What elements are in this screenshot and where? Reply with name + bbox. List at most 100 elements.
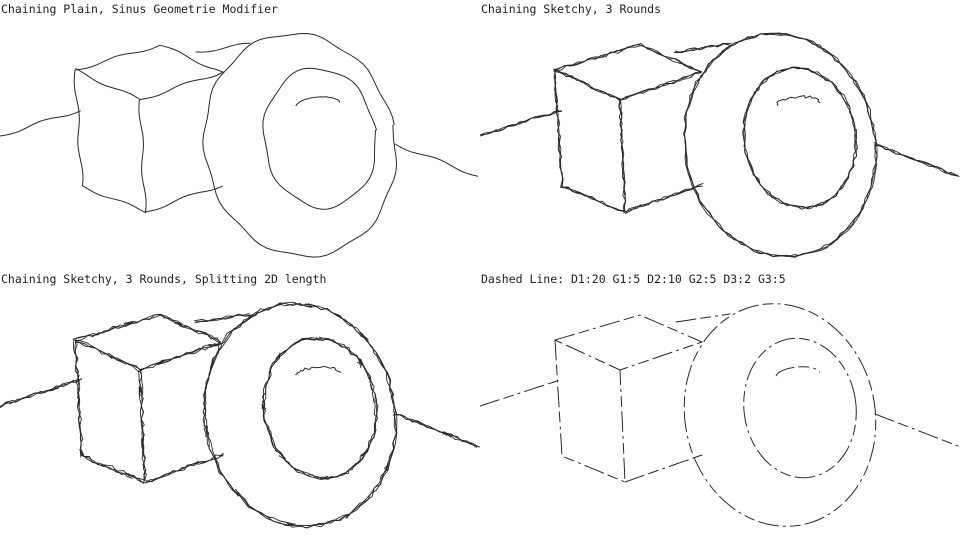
cube-edge bbox=[106, 354, 165, 373]
torus-outline bbox=[684, 33, 878, 258]
cube-edge bbox=[74, 341, 112, 359]
cube-edge bbox=[553, 68, 626, 211]
floor-line bbox=[194, 313, 251, 322]
floor-line bbox=[0, 110, 81, 137]
torus-outline bbox=[202, 357, 214, 438]
torus-hole bbox=[315, 337, 362, 369]
torus-hole bbox=[282, 455, 328, 480]
cube-edge bbox=[138, 386, 145, 446]
torus-hole bbox=[261, 404, 285, 459]
cube-edge bbox=[553, 43, 703, 100]
torus-outline bbox=[211, 314, 254, 367]
floor-line bbox=[394, 143, 479, 177]
torus-outline bbox=[232, 489, 294, 525]
torus-hole bbox=[262, 401, 286, 460]
floor-line bbox=[52, 380, 80, 391]
cube-edge bbox=[124, 313, 182, 326]
floor-line bbox=[480, 379, 561, 407]
torus-outline bbox=[205, 424, 239, 497]
torus-outline bbox=[345, 463, 390, 519]
floor-line bbox=[0, 388, 58, 408]
torus-hole bbox=[282, 455, 329, 480]
panel-caption: Dashed Line: D1:20 G1:5 D2:10 G2:5 D3:2 … bbox=[481, 272, 786, 286]
panel-caption: Chaining Sketchy, 3 Rounds, Splitting 2D… bbox=[1, 272, 327, 286]
torus-outline bbox=[249, 302, 312, 317]
torus-hole bbox=[278, 337, 324, 358]
cube-edge bbox=[624, 454, 703, 483]
torus-hole bbox=[262, 67, 377, 210]
cube-edge bbox=[176, 322, 222, 347]
cube-edge bbox=[72, 340, 81, 401]
torus-hole bbox=[360, 401, 378, 456]
panel-sketchy-split: Chaining Sketchy, 3 Rounds, Splitting 2D… bbox=[0, 270, 480, 540]
cube-edge bbox=[73, 69, 147, 214]
cube-edge bbox=[157, 343, 217, 365]
torus-outline bbox=[307, 303, 366, 340]
torus-outline bbox=[386, 393, 397, 471]
torus-outline bbox=[210, 314, 258, 369]
floor-line bbox=[195, 42, 251, 53]
torus-hole bbox=[363, 399, 378, 457]
cube-edge bbox=[79, 449, 134, 479]
cube-edge bbox=[74, 44, 224, 100]
torus-hole bbox=[323, 451, 367, 480]
torus-outline bbox=[202, 33, 398, 258]
torus-outline bbox=[305, 303, 369, 342]
cube-edge bbox=[554, 339, 626, 483]
panel-dashed: Dashed Line: D1:20 G1:5 D2:10 G2:5 D3:2 … bbox=[480, 270, 960, 540]
torus-outline bbox=[203, 427, 239, 497]
torus-outline bbox=[286, 513, 351, 529]
floor-line bbox=[442, 433, 478, 448]
torus-hole bbox=[320, 453, 366, 480]
torus-outline bbox=[234, 488, 296, 526]
cube-edge bbox=[139, 386, 145, 448]
cube-edge bbox=[554, 314, 703, 371]
cube-edge bbox=[194, 454, 224, 465]
cube-edge bbox=[176, 323, 221, 347]
torus-hole bbox=[278, 455, 327, 479]
torus-outline bbox=[683, 32, 878, 258]
floor-line bbox=[874, 413, 959, 447]
torus-outline bbox=[248, 303, 313, 319]
panel-caption: Chaining Plain, Sinus Geometrie Modifier bbox=[1, 2, 278, 16]
panel-sinus: Chaining Plain, Sinus Geometrie Modifier bbox=[0, 0, 480, 270]
cube-edge bbox=[127, 441, 147, 484]
torus-outline bbox=[361, 332, 395, 395]
torus-hole bbox=[262, 353, 281, 410]
floor-line bbox=[445, 433, 480, 448]
cube-edge bbox=[156, 342, 216, 366]
cube-edge bbox=[80, 450, 135, 478]
torus-outline bbox=[206, 425, 241, 497]
torus-hole bbox=[743, 337, 857, 479]
cube-edge bbox=[139, 369, 144, 396]
torus-outline bbox=[683, 303, 877, 527]
torus-hole bbox=[318, 336, 365, 368]
panel-caption: Chaining Sketchy, 3 Rounds bbox=[481, 2, 662, 16]
floor-line bbox=[874, 145, 959, 176]
cube-edge bbox=[624, 182, 704, 214]
cube-edge bbox=[74, 322, 133, 339]
torus-hole bbox=[356, 361, 375, 403]
cube-edge bbox=[555, 45, 702, 101]
torus-outline bbox=[346, 462, 389, 519]
cube-edge bbox=[105, 353, 166, 371]
cube-edge bbox=[195, 454, 224, 465]
torus-hole bbox=[742, 66, 858, 209]
cube-edge bbox=[158, 344, 219, 366]
torus-outline bbox=[346, 462, 389, 518]
cube-edge bbox=[144, 185, 223, 213]
torus-hole-detail bbox=[295, 96, 341, 107]
floor-line bbox=[0, 386, 57, 409]
cube-edge bbox=[80, 450, 135, 476]
torus-hole bbox=[743, 67, 859, 210]
floor-line bbox=[675, 42, 732, 54]
cube-edge bbox=[108, 352, 165, 370]
floor-line bbox=[392, 414, 451, 436]
torus-hole bbox=[277, 338, 324, 360]
torus-outline bbox=[202, 357, 214, 434]
torus-outline bbox=[232, 489, 296, 526]
render-dashed bbox=[480, 303, 959, 527]
cube-edge bbox=[554, 70, 626, 212]
torus-hole bbox=[360, 358, 376, 400]
cube-edge bbox=[194, 452, 224, 464]
